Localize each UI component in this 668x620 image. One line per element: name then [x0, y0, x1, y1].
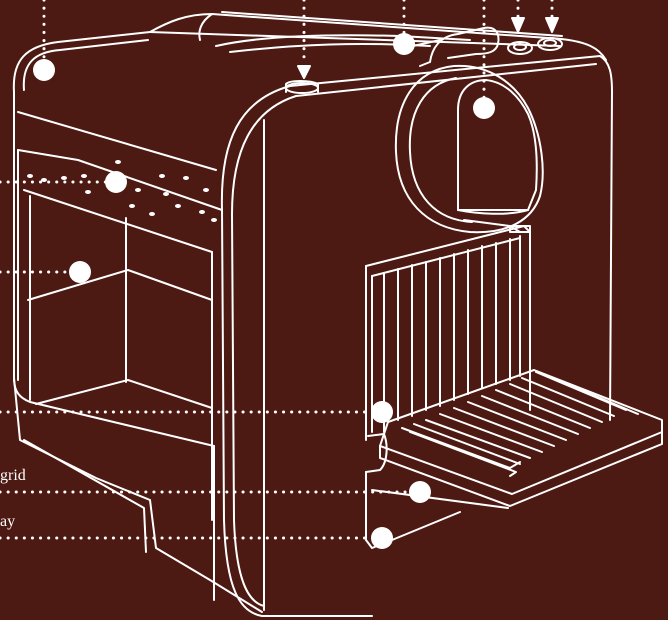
main-body: [222, 56, 612, 616]
arrow-button-1-icon: [512, 18, 524, 32]
label-drip-grid: grid: [0, 468, 26, 484]
capsule-head: [396, 66, 543, 232]
label-drip-tray: ay: [0, 514, 15, 530]
drip-grid: [366, 370, 662, 506]
marker-tank-lid: [105, 171, 127, 193]
marker-top-cover: [33, 59, 55, 81]
marker-drip-tray: [371, 527, 393, 549]
marker-capsule-head: [473, 97, 495, 119]
arrow-button-2-icon: [546, 18, 558, 32]
marker-cup-support: [371, 401, 393, 423]
marker-lever: [393, 33, 415, 55]
marker-drip-grid: [409, 481, 431, 503]
marker-water-tank: [69, 261, 91, 283]
arrow-power-icon: [298, 66, 310, 78]
water-tank: [14, 92, 222, 520]
